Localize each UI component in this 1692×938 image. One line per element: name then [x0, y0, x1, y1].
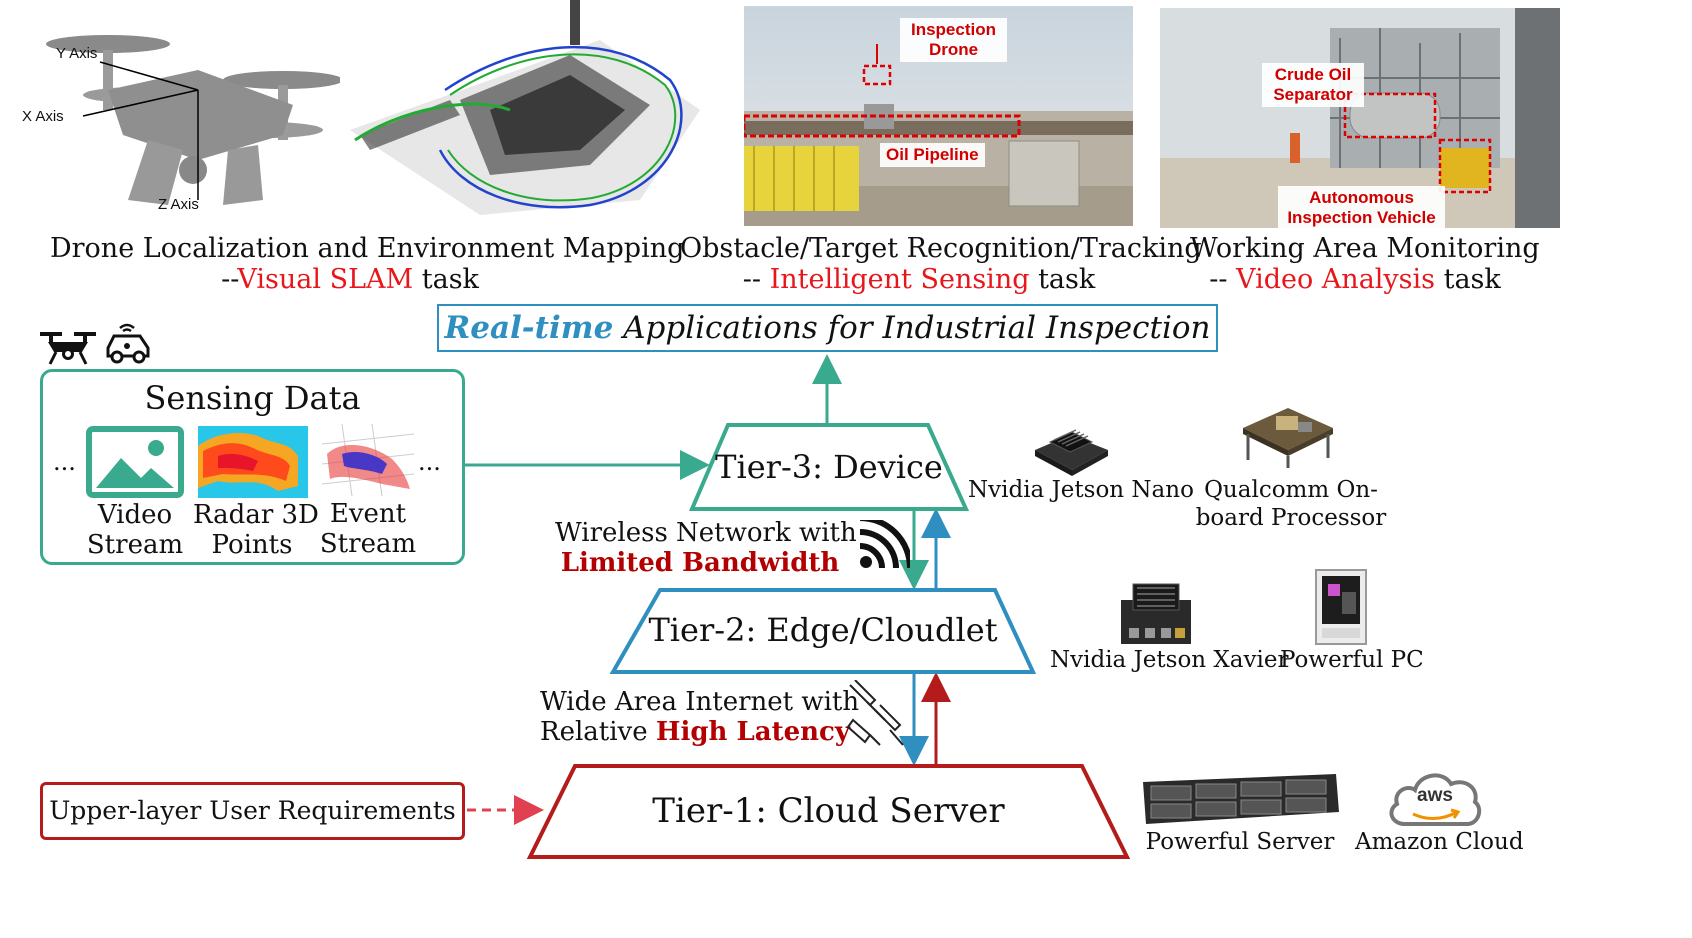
autonomous-vehicle-label: Autonomous Inspection Vehicle [1278, 186, 1445, 230]
oil-field-photo [744, 6, 1133, 226]
pc-tower-icon [1315, 569, 1367, 645]
caption-slam-suffix: task [413, 264, 479, 295]
powerful-pc-label: Powerful PC [1280, 647, 1424, 673]
event-stream-label: Event Stream [313, 499, 423, 559]
tier2-trapezoid [609, 588, 1037, 674]
caption-sensing-suffix: task [1029, 264, 1096, 295]
radar-points-icon [198, 426, 308, 498]
event-stream-line2: Stream [319, 529, 417, 559]
sensing-ellipsis-left: ... [53, 448, 76, 476]
video-stream-label: Video Stream [80, 500, 190, 560]
autonomous-car-icon [106, 323, 150, 364]
jetson-nano-icon [1035, 429, 1108, 476]
wifi-icon [859, 520, 910, 569]
cable-connector-icon [846, 680, 904, 746]
wan-highlight: High Latency [655, 717, 850, 747]
wan-label: Wide Area Internet with Relative High La… [540, 687, 860, 747]
sensing-data-box [40, 369, 465, 565]
caption-slam-highlight: Visual SLAM [237, 264, 414, 295]
video-stream-line2: Stream [86, 530, 184, 560]
jetson-nano-label: Nvidia Jetson Nano [968, 477, 1194, 503]
caption-slam-prefix: -- [221, 264, 238, 295]
applications-box: Real-time Applications for Industrial In… [437, 304, 1218, 352]
tier1-trapezoid [526, 764, 1131, 859]
event-stream-line1: Event [329, 499, 407, 529]
caption-sensing-prefix: -- [742, 264, 770, 295]
caption-video-suffix: task [1435, 264, 1501, 295]
slam-point-cloud [340, 0, 715, 225]
wan-line1: Wide Area Internet with [540, 687, 860, 717]
powerful-server-label: Powerful Server [1145, 829, 1335, 855]
applications-highlight: Real-time [444, 310, 614, 346]
caption-video-line1: Working Area Monitoring [1190, 233, 1540, 264]
radar-points-line1: Radar 3D [193, 500, 319, 530]
image-icon [86, 426, 184, 498]
caption-video: Working Area Monitoring -- Video Analysi… [1190, 233, 1540, 295]
caption-slam-line1: Drone Localization and Environment Mappi… [50, 233, 685, 264]
user-requirements-box: Upper-layer User Requirements [40, 782, 465, 840]
caption-sensing: Obstacle/Target Recognition/Tracking -- … [680, 233, 1202, 295]
sensing-ellipsis-right: ... [418, 448, 441, 476]
x-axis-label: X Axis [22, 108, 64, 125]
caption-slam: Drone Localization and Environment Mappi… [50, 233, 685, 295]
wireless-highlight: Limited Bandwidth [560, 548, 840, 578]
inspection-drone-label: Inspection Drone [900, 18, 1007, 62]
rack-server-icon [1143, 774, 1339, 824]
video-stream-line1: Video [97, 500, 173, 530]
crude-oil-separator-label: Crude Oil Separator [1262, 63, 1364, 107]
aws-cloud-icon [1389, 773, 1482, 826]
radar-points-label: Radar 3D Points [193, 500, 319, 560]
tier3-trapezoid [688, 423, 970, 511]
caption-sensing-highlight: Intelligent Sensing [769, 264, 1030, 295]
aws-logo-text: aws [1417, 785, 1453, 806]
caption-video-prefix: -- [1209, 264, 1237, 295]
drone-axes-illustration [46, 35, 343, 205]
caption-sensing-line1: Obstacle/Target Recognition/Tracking [680, 233, 1202, 264]
qualcomm-board-icon [1243, 408, 1333, 468]
caption-video-highlight: Video Analysis [1236, 264, 1436, 295]
z-axis-label: Z Axis [158, 196, 199, 213]
y-axis-label: Y Axis [56, 45, 98, 62]
oil-pipeline-label: Oil Pipeline [880, 143, 985, 167]
event-stream-icon [322, 424, 414, 496]
tier2-label: Tier-2: Edge/Cloudlet [648, 611, 998, 649]
tier3-label: Tier-3: Device [715, 448, 943, 486]
tier1-label: Tier-1: Cloud Server [652, 791, 1005, 831]
wireless-network-label: Wireless Network with Limited Bandwidth [555, 518, 857, 578]
wireless-line1: Wireless Network with [555, 518, 857, 548]
jetson-xavier-label: Nvidia Jetson Xavier [1050, 647, 1289, 673]
jetson-xavier-icon [1121, 583, 1191, 644]
amazon-cloud-label: Amazon Cloud [1355, 829, 1524, 855]
applications-title: Applications for Industrial Inspection [613, 310, 1211, 346]
wan-prefix: Relative [540, 717, 656, 747]
radar-points-line2: Points [211, 530, 293, 560]
drone-icon [40, 332, 96, 365]
qualcomm-label: Qualcomm On-board Processor [1195, 477, 1387, 531]
sensing-data-title: Sensing Data [144, 379, 361, 417]
